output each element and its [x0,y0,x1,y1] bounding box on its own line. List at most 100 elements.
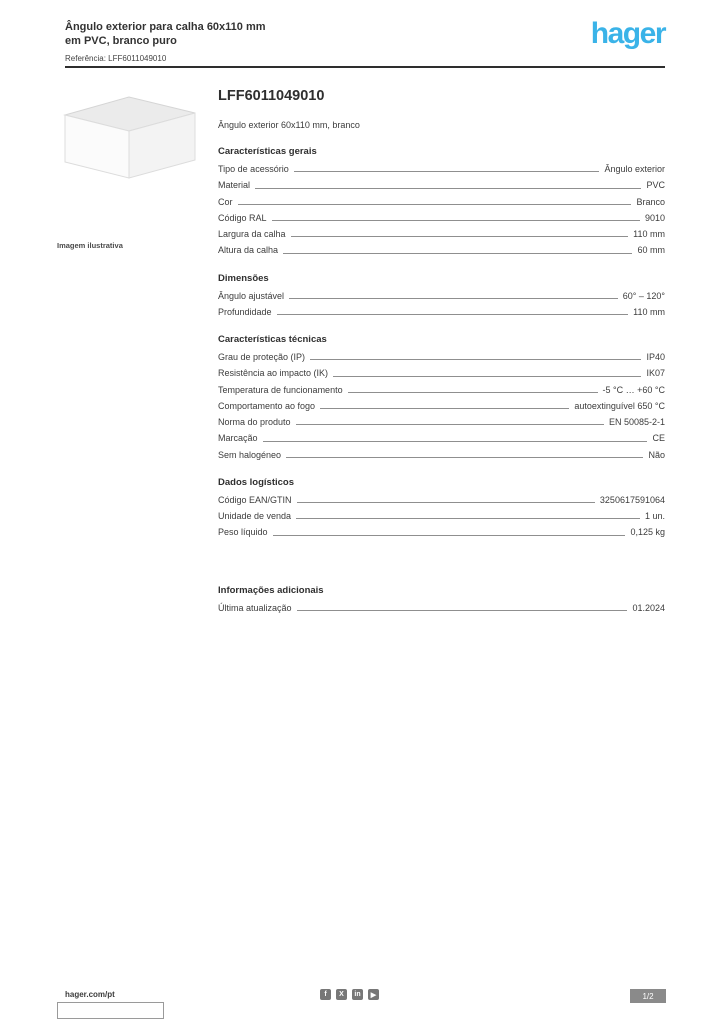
exterior-angle-illustration [63,96,196,179]
product-image [57,85,202,180]
spec-value: EN 50085-2-1 [608,417,665,427]
product-image-caption: Imagem ilustrativa [57,241,123,250]
youtube-icon[interactable]: ▶ [368,989,379,1000]
spec-row: Largura da calha 110 mm [218,229,665,240]
spec-value: 01.2024 [632,602,665,613]
x-icon[interactable]: X [336,989,347,1000]
spec-value: 60° – 120° [622,290,665,301]
spec-row: Profundidade 110 mm [218,307,665,318]
spec-row: Altura da calha 60 mm [218,245,665,256]
leader-line [286,456,644,458]
hager-logo: hager [590,17,667,50]
spec-value: 60 mm [637,245,665,256]
leader-line [290,236,629,238]
spec-label: Unidade de venda [218,511,292,521]
linkedin-icon[interactable]: in [352,989,363,1000]
spec-label: Última atualização [218,602,292,613]
spec-value: PVC [646,180,665,191]
spec-label: Código EAN/GTIN [218,494,292,505]
section-general: Características gerais Tipo de acessório… [218,146,665,257]
leader-line [237,203,632,205]
section-dimensions: Dimensões Ângulo ajustável 60° – 120° Pro… [218,273,665,319]
header-text: Ângulo exterior para calha 60x110 mm em … [65,20,266,63]
header-reference: Referência: LFF6011049010 [65,54,266,63]
spec-row: Resistência ao impacto (IK) IK07 [218,368,665,379]
spec-label: Ângulo ajustável [218,290,285,301]
header-title-line1: Ângulo exterior para calha 60x110 mm [65,21,266,33]
leader-line [262,440,648,442]
spec-row: Ângulo ajustável 60° – 120° [218,291,665,302]
spec-row: Unidade de venda 1 un. [218,511,665,522]
section-heading: Informações adicionais [218,584,324,596]
header-title-line2: em PVC, branco puro [65,35,177,48]
product-title: LFF6011049010 [218,88,325,104]
spec-row: Norma do produto EN 50085-2-1 [218,417,665,428]
leader-line [271,220,640,221]
section-heading: Dimensões [218,272,269,284]
leader-line [283,252,633,254]
spec-label: Altura da calha [218,245,279,256]
section-additional: Informações adicionais Última atualizaçã… [218,585,665,614]
spec-label: Profundidade [218,306,272,317]
spec-value: 9010 [644,212,665,223]
spec-value: 1 un. [644,511,665,521]
spec-row: Marcação CE [218,433,665,444]
leader-line [293,171,600,173]
section-heading: Dados logísticos [218,476,295,488]
spec-label: Comportamento ao fogo [218,400,316,411]
leader-line [296,502,595,503]
leader-line [296,518,640,520]
spec-value: IK07 [646,368,665,379]
spec-label: Marcação [218,433,258,444]
leader-line [296,609,628,611]
spec-label: Norma do produto [218,417,291,427]
spec-label: Resistência ao impacto (IK) [218,368,329,379]
spec-label: Cor [218,196,233,207]
leader-line [320,408,570,409]
spec-label: Grau de proteção (IP) [218,352,306,362]
leader-line [295,424,604,426]
footer-note-box [57,1002,164,1019]
spec-value: -5 °C … +60 °C [602,384,665,395]
footer-icons: f X in ▶ [320,989,379,1000]
spec-label: Sem halogéneo [218,449,282,460]
spec-value: autoextinguível 650 °C [574,400,665,411]
spec-value: IP40 [646,352,665,362]
spec-value: 110 mm [633,306,665,317]
spec-row: Cor Branco [218,197,665,208]
leader-line [347,391,598,393]
spec-value: 0,125 kg [630,527,665,538]
leader-line [255,187,642,189]
spec-label: Temperatura de funcionamento [218,384,343,395]
product-subtitle: Ângulo exterior 60x110 mm, branco [218,120,360,130]
page-number: 1/2 [630,989,666,1003]
leader-line [333,375,642,377]
website-link[interactable]: hager.com/pt [65,990,115,999]
facebook-icon[interactable]: f [320,989,331,1000]
reference-label: Referência: [65,53,106,63]
spec-value: Ângulo exterior [604,164,665,174]
spec-label: Largura da calha [218,229,286,239]
leader-line [289,297,618,299]
header-rule [65,66,665,68]
section-technical: Características técnicas Grau de proteçã… [218,334,665,461]
spec-row: Comportamento ao fogo autoextinguível 650… [218,401,665,412]
section-heading: Características técnicas [218,334,327,345]
leader-line [276,314,629,315]
spec-label: Tipo de acessório [218,164,289,174]
header: Ângulo exterior para calha 60x110 mm em … [65,17,667,63]
leader-line [272,534,626,536]
spec-value: 110 mm [633,229,665,239]
spec-value: CE [652,433,665,444]
leader-line [310,359,642,361]
spec-row: Última atualização 01.2024 [218,603,665,614]
spec-value: Branco [636,196,665,207]
spec-row: Tipo de acessório Ângulo exterior [218,164,665,175]
